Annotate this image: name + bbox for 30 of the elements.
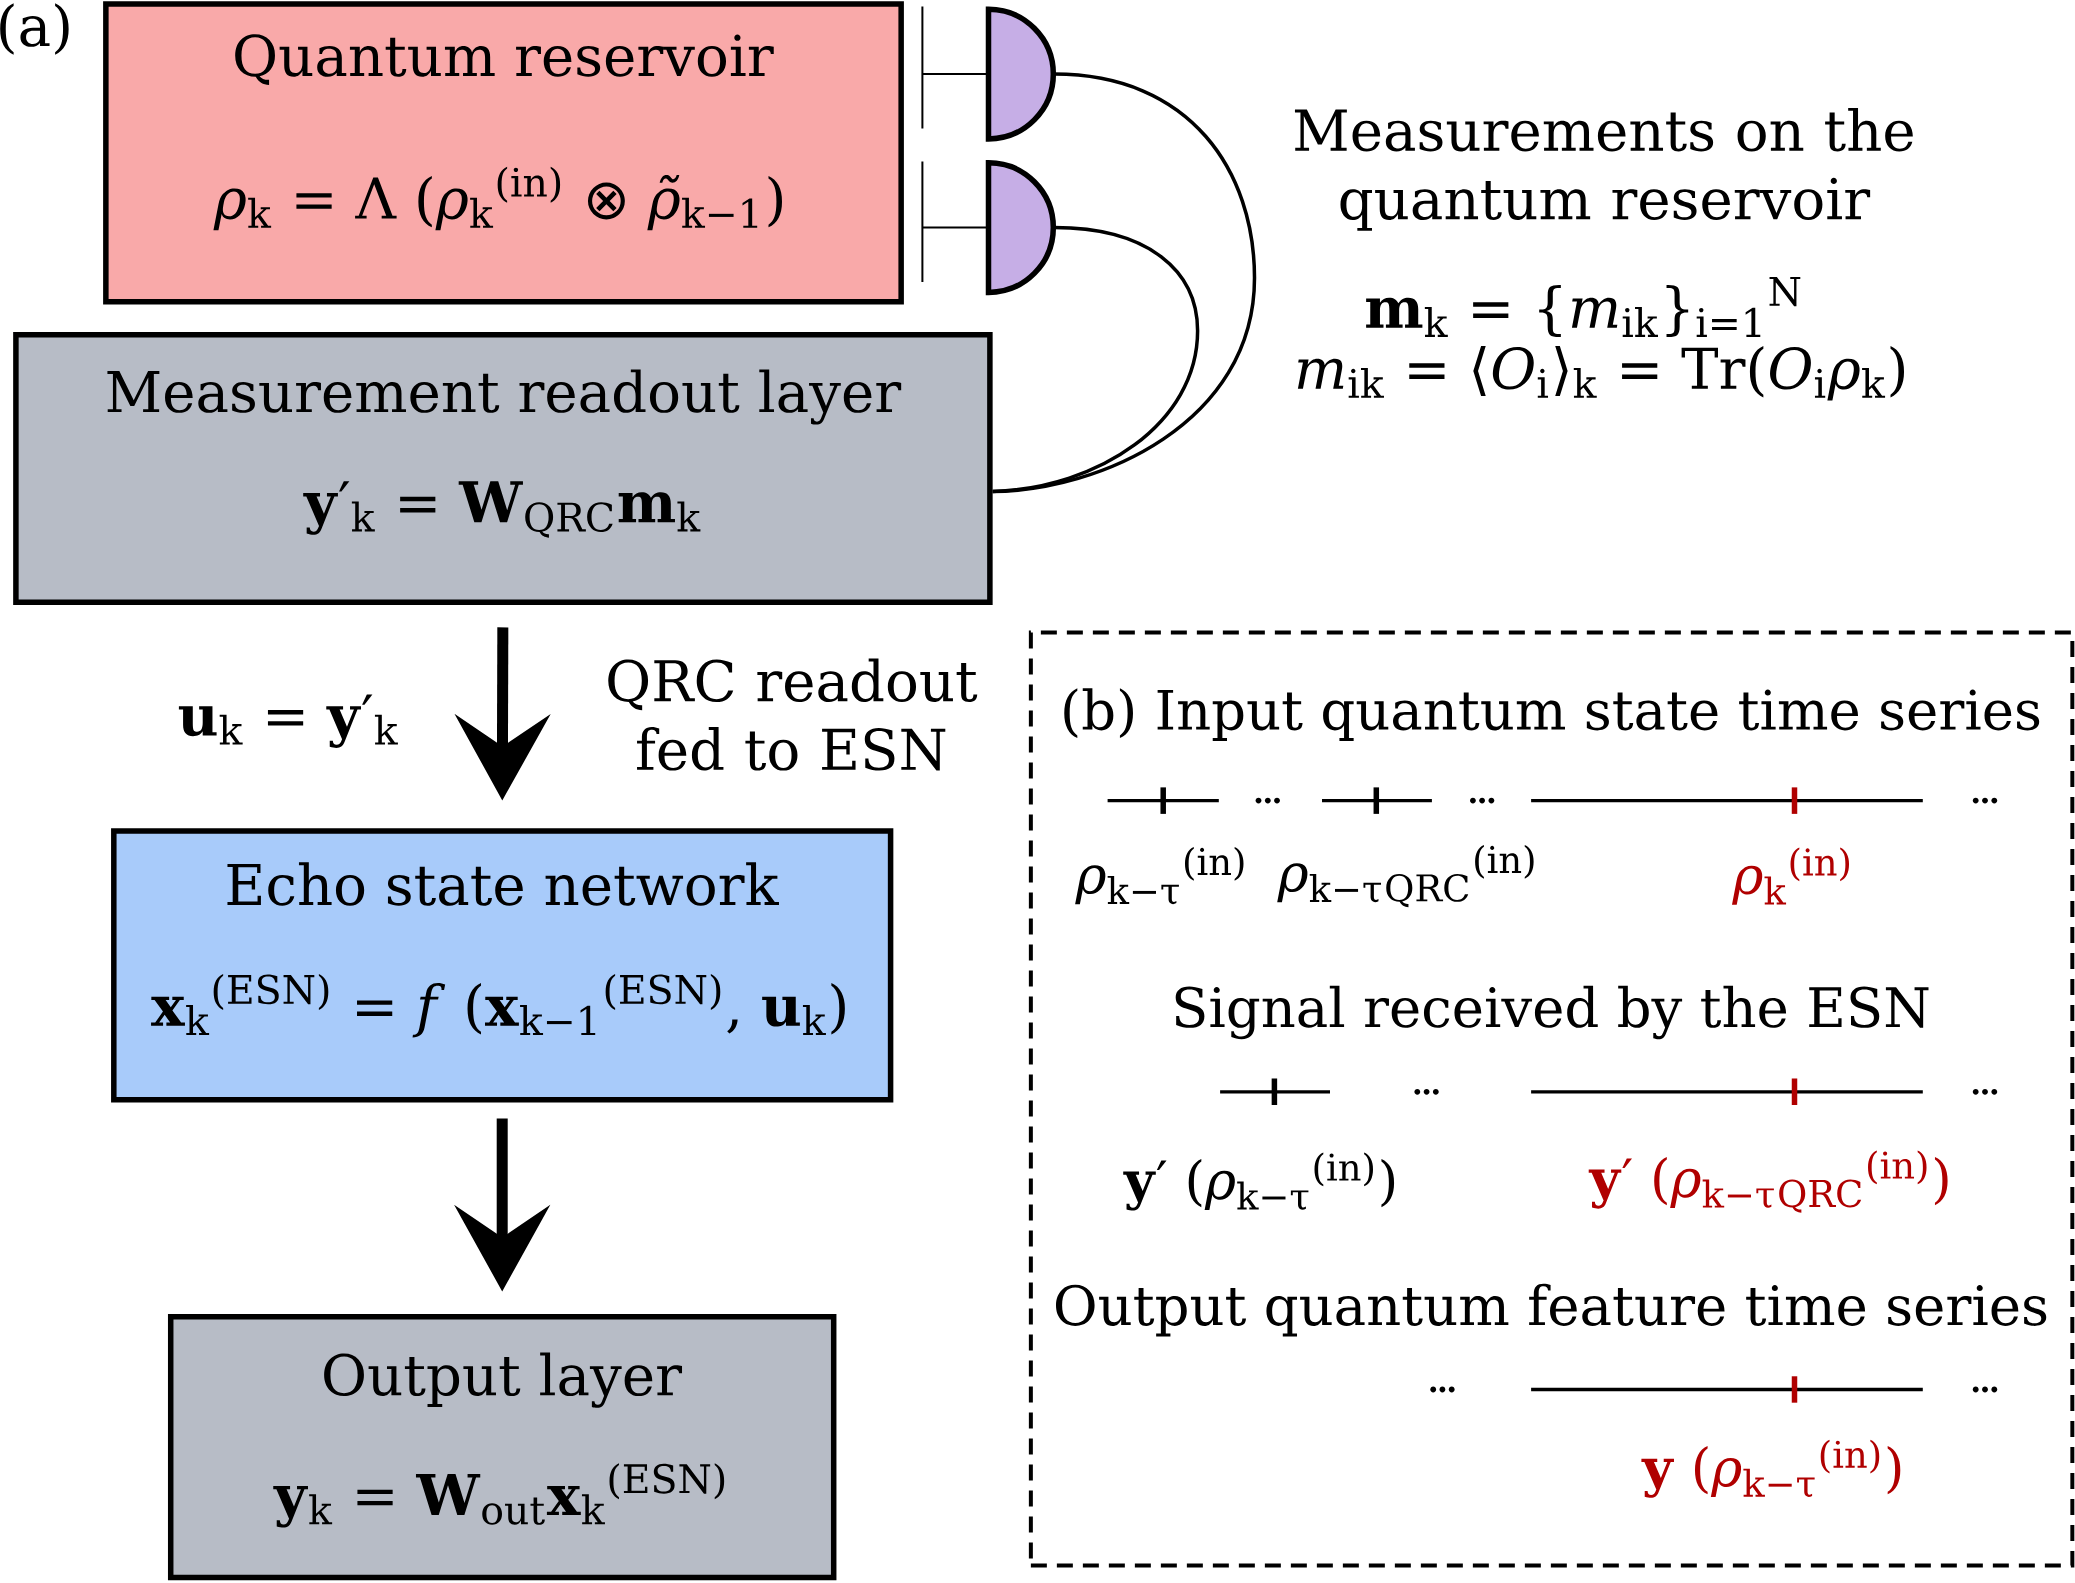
panel-heading: Output quantum feature time series [1056, 1283, 2047, 1337]
equation: m$_{ik}$ = ⟨O$_{i}$⟩$_{k}$ = Tr(O$_{i}$ρ$_{k}$) [1297, 346, 1904, 401]
series-label: y (ρ$_{k−τ}$$^{(in)}$) [1641, 1439, 1901, 1498]
detector-symbol [921, 160, 1057, 296]
equation: u$_{k}$ = y′$_{k}$ [178, 694, 398, 748]
equation: y′$_{k}$ = W$_{QRC}$m$_{k}$ [303, 481, 701, 538]
curved-wire [992, 225, 1200, 494]
equation: y$_{k}$ = W$_{out}$x$_{k}$(ESN) [273, 1463, 725, 1528]
equation: m$_{k}$ = {m$_{ik}$}$_{i=1}$N [1366, 277, 1801, 337]
process-box [111, 828, 894, 1103]
series-label: ρ$_{k−τ}$(in) [1075, 846, 1244, 905]
detector-symbol [921, 5, 1057, 142]
edge-label: QRC readout fed to ESN [608, 658, 978, 771]
panel-heading: Signal received by the ESN [1175, 985, 1929, 1040]
series-label: ρ$_{k−τQRC}$(in) [1277, 845, 1534, 908]
box-title: Echo state network [227, 862, 779, 906]
box-title: Output layer [324, 1352, 682, 1408]
process-box [167, 1314, 837, 1581]
process-box [13, 332, 993, 605]
panel-heading: (b) Input quantum state time series [1064, 688, 2040, 741]
box-title: Quantum reservoir [235, 34, 774, 85]
series-label: ρ$_{k}$(in) [1732, 847, 1850, 905]
equation: x$_{k}$$^{(ESN)}$ = f (x$_{k−1}$$^{(ESN)}$, u$_{k}$) [151, 973, 845, 1038]
box-title: Measurement readout layer [107, 369, 902, 425]
process-box [103, 1, 904, 305]
series-label: y′ (ρ$_{k−τ}$$^{(in)}$) [1123, 1152, 1395, 1211]
equation: ρ$_{k}$ = Λ (ρ$_{k}$$^{(in)}$ ⊗ ρ̃$_{k−1}$) [213, 166, 782, 231]
annotation: Measurements on the quantum reservoir [1294, 107, 1913, 231]
dashed-panel [1028, 630, 2075, 1568]
series-label: y′ (ρ$_{k−τQRC}$$^{(in)}$) [1588, 1150, 1948, 1213]
